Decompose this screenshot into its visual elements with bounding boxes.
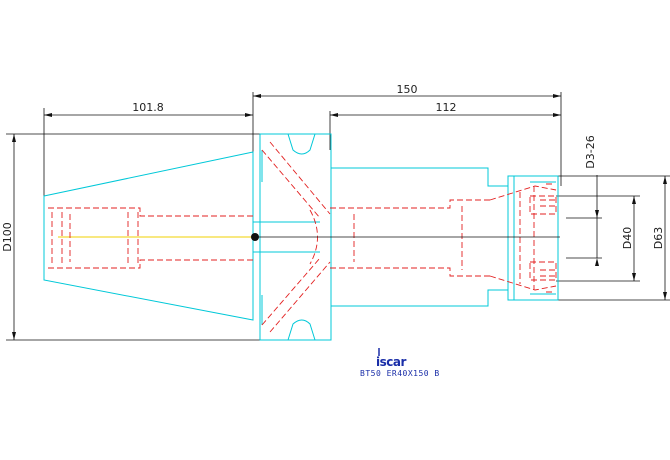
extension-length-label: 112: [436, 101, 457, 114]
brand-logo: iscar: [376, 355, 406, 369]
tool-designation: BT50 ER40X150 B: [360, 369, 440, 378]
gauge-length-label: 101.8: [132, 101, 164, 114]
caption-block: iscar BT50 ER40X150 B: [360, 348, 440, 378]
flange-diameter-label: D100: [1, 222, 14, 251]
body-diameter-label: D63: [652, 227, 665, 249]
clamping-range-label: D3-26: [584, 135, 597, 168]
nut-diameter-label: D40: [621, 227, 634, 249]
dimension-arrows: [12, 94, 667, 340]
center-point: [251, 233, 259, 241]
overall-length-label: 150: [397, 83, 418, 96]
dimension-lines: [6, 92, 670, 341]
